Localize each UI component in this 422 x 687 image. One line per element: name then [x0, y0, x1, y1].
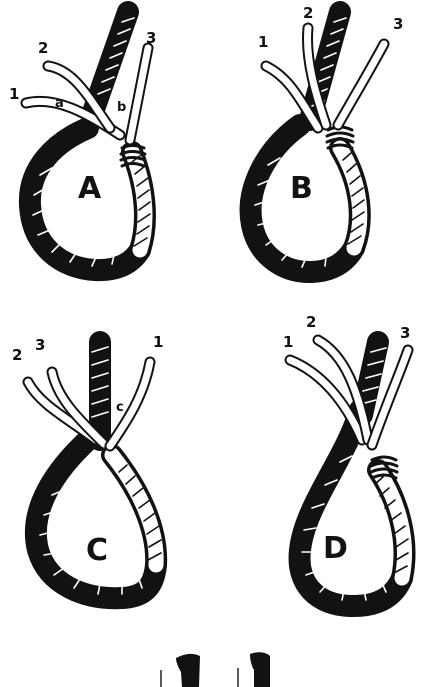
panel-a-loop-lay [132, 152, 150, 250]
panel-b: B 1 2 3 a [251, 4, 404, 272]
cropped-figure-bottom [161, 652, 270, 687]
cropped-rope-right [250, 652, 270, 687]
panel-c-loop-lay [112, 455, 161, 565]
panel-b-strand-1-number: 1 [258, 33, 268, 51]
panel-d-loop-lay [375, 470, 408, 578]
cropped-rope-left [176, 654, 200, 687]
panel-b-label: B [290, 171, 313, 206]
panel-c-mark-c: c [116, 400, 124, 415]
panel-b-strand-3 [338, 44, 384, 125]
panel-c-label: C [86, 533, 108, 568]
panel-c-strand-3-number: 3 [35, 336, 45, 354]
panel-b-mark-a: a [272, 93, 281, 108]
panel-a-mark-a: a [55, 96, 64, 111]
panel-d-label: D [323, 531, 348, 566]
panel-b-strand-2-number: 2 [303, 4, 313, 22]
panel-a-strand-2-number: 2 [38, 39, 48, 57]
panel-a-label: A [78, 171, 102, 206]
panel-c-strand-1-number: 1 [153, 333, 163, 351]
panel-d-strand-3-number: 3 [400, 324, 410, 342]
panel-d-strand-1-number: 1 [283, 333, 293, 351]
panel-c-strand-2-number: 2 [12, 346, 22, 364]
panel-a-strand-3 [130, 48, 148, 140]
panel-a-mark-b: b [117, 100, 126, 115]
panel-c: C 2 3 1 c [12, 333, 163, 598]
panel-a-strand-1-number: 1 [9, 85, 19, 103]
panel-b-strand-3-number: 3 [393, 15, 403, 33]
panel-a-strand-3-number: 3 [146, 29, 156, 47]
panel-d-strand-2-number: 2 [306, 313, 316, 331]
panel-d: D 1 2 3 [283, 313, 410, 606]
panel-b-loop-lay [340, 148, 364, 248]
panel-a: A 1 2 3 a b [9, 12, 156, 270]
